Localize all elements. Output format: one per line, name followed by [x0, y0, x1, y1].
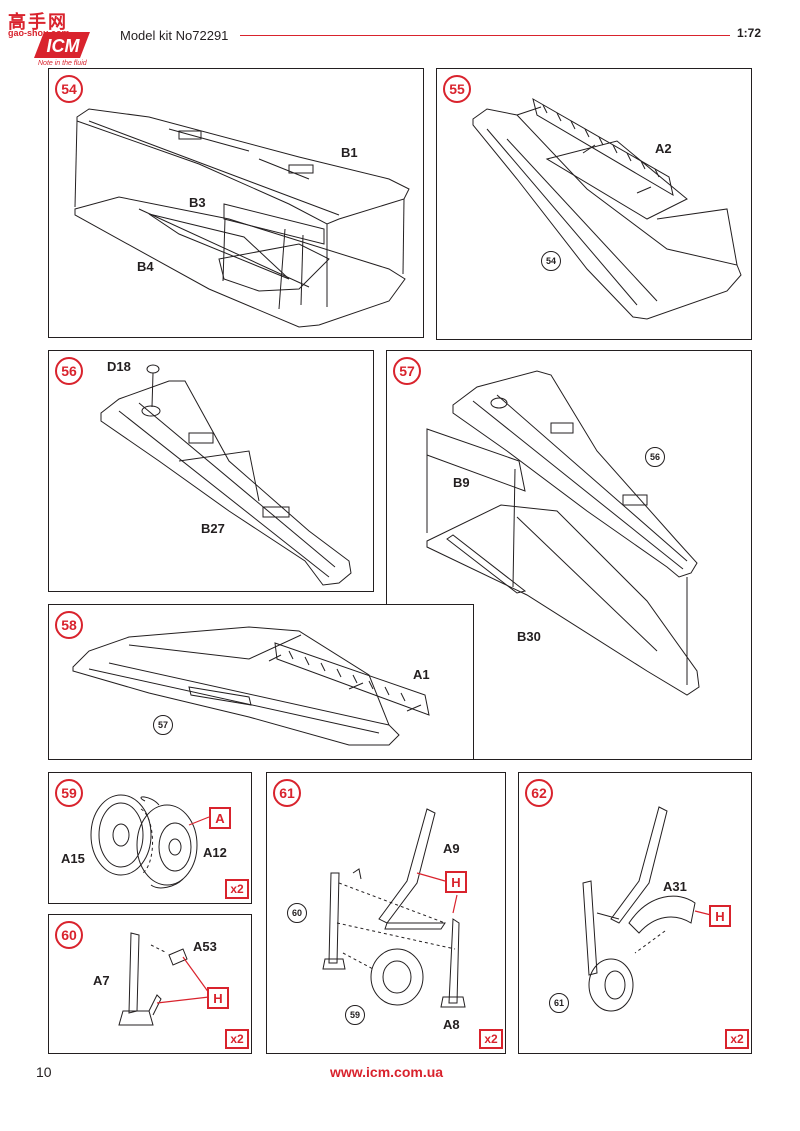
step-60-number: 60: [55, 921, 83, 949]
step-56-panel: 56 D18 B27: [48, 350, 374, 592]
quantity-badge: x2: [725, 1029, 749, 1049]
step-58-panel: 58 A1 57: [48, 604, 474, 760]
paint-code-badge: H: [207, 987, 229, 1009]
step-62-panel: 62 A31 H 61 x2: [518, 772, 752, 1054]
step-54-drawing: [74, 108, 410, 328]
part-b30-label: B30: [517, 629, 541, 644]
svg-text:ICM: ICM: [47, 36, 81, 56]
step-61-drawing: [322, 808, 466, 1008]
part-b1-label: B1: [341, 145, 358, 160]
step-58-drawing: [72, 626, 430, 746]
step-61-ref-60: 60: [287, 903, 307, 923]
step-59-panel: 59 A15 A12 A x2: [48, 772, 252, 904]
step-54-panel: 54 B1 B3 B4: [48, 68, 424, 338]
step-54-number: 54: [55, 75, 83, 103]
step-57-number: 57: [393, 357, 421, 385]
step-59-drawing: [90, 794, 210, 889]
icm-logo-mark: ICM: [34, 32, 90, 58]
paint-code-badge: A: [209, 807, 231, 829]
part-b3-label: B3: [189, 195, 206, 210]
step-62-ref: 61: [549, 993, 569, 1013]
part-b27-label: B27: [201, 521, 225, 536]
step-62-drawing: [582, 806, 712, 1012]
step-61-number: 61: [273, 779, 301, 807]
part-a1-label: A1: [413, 667, 430, 682]
part-a7-label: A7: [93, 973, 110, 988]
page-number: 10: [36, 1064, 52, 1080]
part-b9-label: B9: [453, 475, 470, 490]
step-57-panel: 57 B9 B30 56: [386, 350, 752, 760]
paint-code-badge: H: [709, 905, 731, 927]
part-b4-label: B4: [137, 259, 154, 274]
step-59-number: 59: [55, 779, 83, 807]
kit-title: Model kit No72291: [120, 28, 229, 43]
step-55-drawing: [472, 97, 742, 320]
step-61-ref-59: 59: [345, 1005, 365, 1025]
part-a2-label: A2: [655, 141, 672, 156]
step-61-panel: 61 A9 A8 H 60 59 x2: [266, 772, 506, 1054]
part-a12-label: A12: [203, 845, 227, 860]
quantity-badge: x2: [225, 1029, 249, 1049]
icm-logo: 高手网 gao-shou.com ICM Note in the fluid: [8, 8, 98, 70]
step-57-ref: 56: [645, 447, 665, 467]
part-a9-label: A9: [443, 841, 460, 856]
watermark-url: gao-shou.com: [8, 28, 70, 38]
part-a8-label: A8: [443, 1017, 460, 1032]
part-d18-label: D18: [107, 359, 131, 374]
part-a15-label: A15: [61, 851, 85, 866]
step-56-drawing: [100, 364, 352, 586]
step-55-ref: 54: [541, 251, 561, 271]
step-58-number: 58: [55, 611, 83, 639]
website-link[interactable]: www.icm.com.ua: [330, 1064, 444, 1080]
step-57-drawing: [426, 370, 700, 696]
quantity-badge: x2: [479, 1029, 503, 1049]
header-rule: [240, 35, 730, 36]
step-55-panel: 55 A2 54: [436, 68, 752, 340]
paint-code-badge: H: [445, 871, 467, 893]
step-62-number: 62: [525, 779, 553, 807]
brand-tagline: Note in the fluid: [38, 60, 87, 67]
part-a53-label: A53: [193, 939, 217, 954]
quantity-badge: x2: [225, 879, 249, 899]
kit-scale: 1:72: [737, 26, 762, 40]
step-58-ref: 57: [153, 715, 173, 735]
step-60-panel: 60 A7 A53 H x2: [48, 914, 252, 1054]
part-a31-label: A31: [663, 879, 687, 894]
step-60-drawing: [118, 932, 210, 1026]
step-55-number: 55: [443, 75, 471, 103]
step-56-number: 56: [55, 357, 83, 385]
watermark-text: 高手网: [8, 12, 68, 32]
